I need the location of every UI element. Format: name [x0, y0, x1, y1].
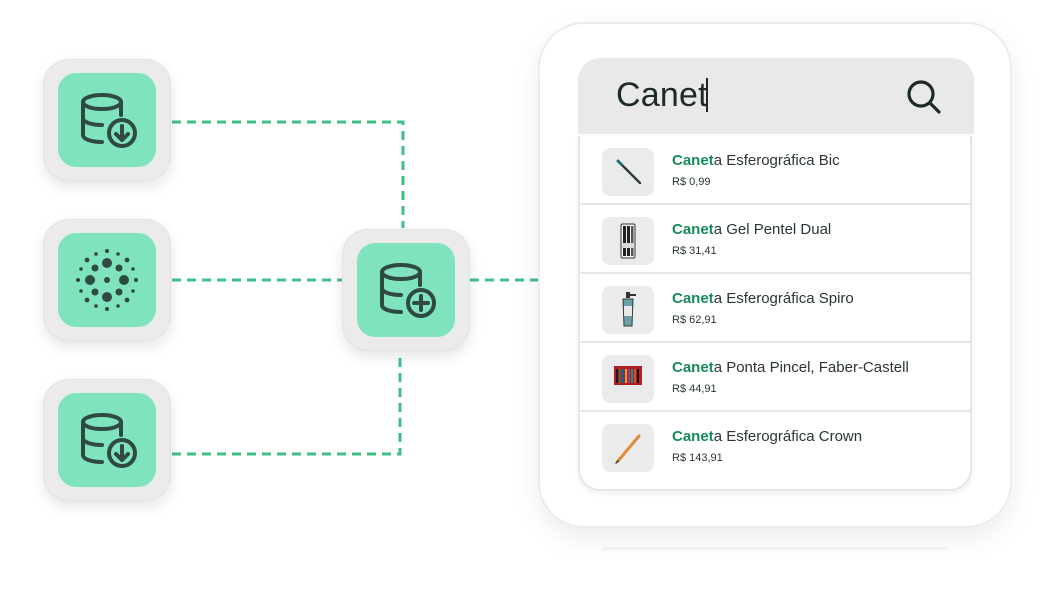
source-node-inner — [58, 393, 156, 487]
source-node-inner — [58, 233, 156, 327]
result-item[interactable]: Caneta Gel Pentel Dual R$ 31,41 — [580, 205, 970, 274]
connector-top — [172, 120, 405, 228]
result-title-rest: a Ponta Pincel, Faber-Castell — [713, 359, 909, 376]
result-title-highlight: Canet — [672, 221, 714, 238]
product-thumbnail — [602, 148, 654, 196]
product-thumbnail — [602, 286, 654, 334]
result-title-rest: a Esferográfica Crown — [713, 428, 863, 445]
source-node-inner — [58, 73, 156, 167]
source-node-cluster — [43, 219, 171, 341]
result-title: Caneta Esferográfica Bic — [672, 152, 840, 169]
result-title: Caneta Esferográfica Crown — [672, 428, 862, 445]
marker-set-icon — [614, 366, 642, 391]
result-item[interactable]: Caneta Esferográfica Crown R$ 143,91 — [580, 412, 970, 481]
source-node-database-1 — [43, 59, 171, 181]
result-title-highlight: Canet — [672, 152, 714, 169]
result-title: Caneta Gel Pentel Dual — [672, 221, 831, 238]
database-download-icon — [81, 93, 137, 148]
hub-node — [342, 229, 470, 351]
result-item[interactable]: Caneta Esferográfica Bic R$ 0,99 — [580, 136, 970, 205]
result-title-rest: a Esferográfica Spiro — [713, 290, 854, 307]
result-price: R$ 44,91 — [672, 383, 717, 395]
result-title-highlight: Canet — [672, 428, 714, 445]
source-node-database-2 — [43, 379, 171, 501]
result-title-highlight: Canet — [672, 359, 714, 376]
search-input[interactable]: Canet — [616, 76, 708, 114]
pen-icon — [616, 159, 642, 185]
search-bar[interactable]: Canet — [578, 58, 974, 134]
result-title-highlight: Canet — [672, 290, 714, 307]
database-add-icon — [380, 263, 436, 318]
dot-cluster-icon — [76, 249, 138, 311]
result-title: Caneta Ponta Pincel, Faber-Castell — [672, 359, 909, 376]
product-thumbnail — [602, 355, 654, 403]
search-results-list: Caneta Esferográfica Bic R$ 0,99 Caneta … — [578, 136, 972, 491]
text-caret — [706, 78, 708, 112]
result-price: R$ 0,99 — [672, 176, 711, 188]
result-price: R$ 31,41 — [672, 245, 717, 257]
result-item[interactable]: Caneta Esferográfica Spiro R$ 62,91 — [580, 274, 970, 343]
result-title-rest: a Gel Pentel Dual — [713, 221, 832, 238]
search-icon[interactable] — [904, 76, 944, 116]
result-title: Caneta Esferográfica Spiro — [672, 290, 854, 307]
result-price: R$ 143,91 — [672, 452, 723, 464]
pen-icon — [615, 434, 641, 464]
result-item[interactable]: Caneta Ponta Pincel, Faber-Castell R$ 44… — [580, 343, 970, 412]
database-download-icon — [81, 413, 137, 468]
frame-reflection — [602, 547, 948, 550]
pen-bottle-icon — [622, 292, 636, 327]
result-price: R$ 62,91 — [672, 314, 717, 326]
result-title-rest: a Esferográfica Bic — [713, 152, 840, 169]
connector-bottom — [172, 352, 402, 456]
product-thumbnail — [602, 217, 654, 265]
pen-pack-icon — [620, 223, 636, 259]
hub-node-inner — [357, 243, 455, 337]
product-thumbnail — [602, 424, 654, 472]
